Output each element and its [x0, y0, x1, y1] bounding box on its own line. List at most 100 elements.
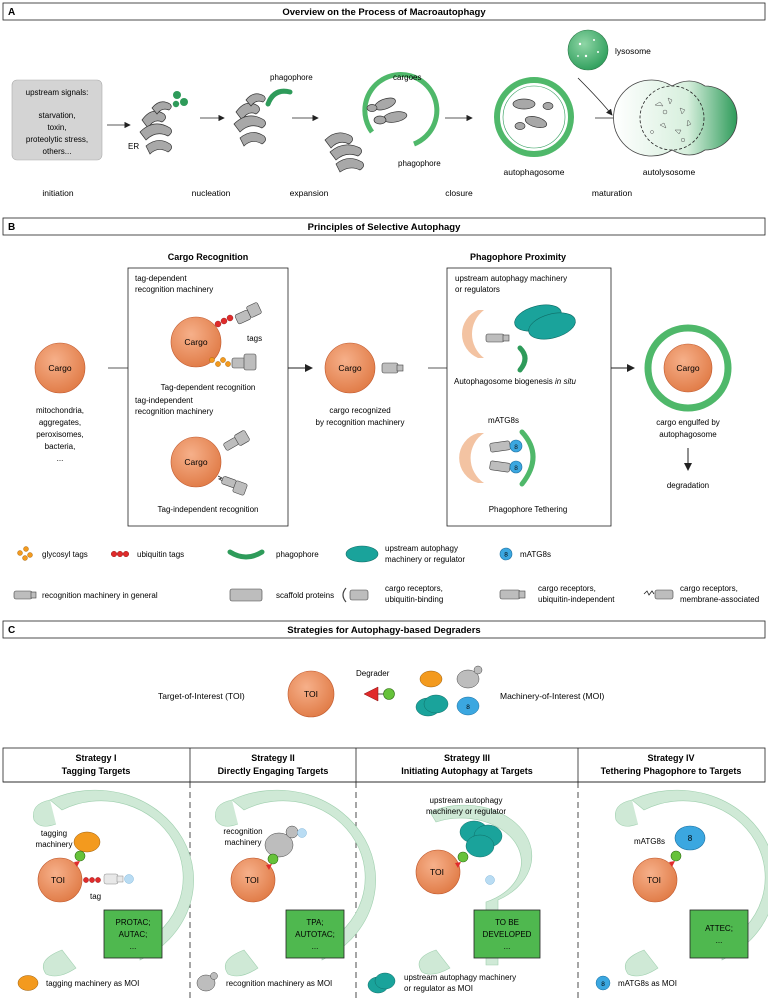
toi-circle-label: TOI — [304, 689, 318, 699]
panel-a-title: Overview on the Process of Macroautophag… — [282, 7, 486, 18]
expanding-phagophore — [362, 71, 440, 147]
moi-tagging — [419, 670, 443, 688]
s3-moi-1: upstream autophagy machinery — [404, 973, 516, 982]
cargo-engulfed-label: Cargo — [676, 363, 699, 373]
cargo-recognized-label: Cargo — [338, 363, 361, 373]
upstream-line-1: starvation, — [39, 111, 76, 120]
tag-dep-machinery-1: tag-dependent — [135, 274, 187, 283]
strategy-4-subtitle: Tethering Phagophore to Targets — [601, 766, 742, 776]
moi-matg8 — [456, 696, 480, 716]
cargo-tag-dep-label: Cargo — [184, 337, 207, 347]
moi-label: Machinery-of-Interest (MOI) — [500, 691, 605, 701]
s1-machinery-1: tagging — [41, 829, 67, 838]
legend-recognition-general: recognition machinery in general — [42, 591, 158, 600]
s3-box-1: TO BE — [495, 918, 519, 927]
panel-b: B Principles of Selective Autophagy Carg… — [2, 217, 766, 604]
s2-box-3: ... — [312, 942, 319, 951]
s3-toi: TOI — [430, 867, 444, 877]
recognized-line-2: by recognition machinery — [316, 418, 405, 427]
degradation-label: degradation — [667, 481, 709, 490]
panel-c-letter: C — [8, 625, 15, 636]
strategy-4-panel: mATG8s 8 TOI ATTEC; ... 8 mATG8s as MOI — [595, 789, 768, 991]
label-cargoes: cargoes — [393, 73, 421, 82]
toi-label: Target-of-Interest (TOI) — [158, 691, 245, 701]
stage-initiation: initiation — [42, 188, 73, 198]
label-autophagosome: autophagosome — [504, 167, 565, 177]
nucleation-dots — [172, 91, 188, 108]
label-phagophore-top: phagophore — [270, 73, 313, 82]
cargo-engulfed — [663, 343, 713, 393]
panel-b-letter: B — [8, 222, 15, 233]
degrader-label: Degrader — [356, 669, 390, 678]
glycosyl-tags — [209, 357, 231, 367]
receptor-membrane — [221, 476, 248, 496]
s4-box-1: ATTEC; — [705, 924, 733, 933]
matg8s-label: mATG8s — [488, 416, 519, 425]
panel-c: C Strategies for Autophagy-based Degrade… — [2, 620, 768, 1000]
phagophore-proximity-box — [446, 267, 612, 527]
s4-box — [689, 909, 749, 959]
biogenesis-label: Autophagosome biogenesis — [454, 377, 553, 386]
s1-tag: tag — [90, 892, 101, 901]
s1-box-1: PROTAC; — [116, 918, 151, 927]
s3-box — [473, 909, 541, 959]
upstream-line-4: others... — [43, 147, 72, 156]
tag-indep-machinery-2: recognition machinery — [135, 407, 213, 416]
tag-indep-machinery-1: tag-independent — [135, 396, 194, 405]
label-autolysosome: autolysosome — [643, 167, 696, 177]
svg-text:8: 8 — [504, 552, 508, 559]
s3-machinery-2: machinery or regulator — [426, 807, 506, 816]
s2-machinery-2: machinery — [225, 838, 262, 847]
cargo-example-3: peroxisomes, — [36, 430, 84, 439]
arrow-lysosome — [577, 77, 613, 116]
autophagosome-cargoes — [512, 98, 554, 130]
strategy-2-title: Strategy II — [251, 753, 295, 763]
legend-b-row2: recognition machinery in general scaffol… — [13, 584, 759, 604]
s1-machinery-2: machinery — [36, 840, 73, 849]
strategy-3-panel: upstream autophagy machinery or regulato… — [367, 796, 541, 994]
legend-receptors-ub-1: cargo receptors, — [385, 584, 443, 593]
s3-box-3: ... — [504, 942, 511, 951]
legend-matg8s: mATG8s — [520, 550, 551, 559]
s2-moi: recognition machinery as MOI — [226, 979, 332, 988]
tags-label: tags — [247, 334, 262, 343]
moi-recognition — [456, 669, 480, 689]
ubiquitin-tags — [214, 314, 234, 328]
stage-expansion: expansion — [290, 188, 329, 198]
s3-moi-2: or regulator as MOI — [404, 984, 473, 993]
s1-box-3: ... — [130, 942, 137, 951]
cargo-example-5: ... — [57, 454, 64, 463]
cargo-tag-indep-label: Cargo — [184, 457, 207, 467]
cargoes-in-phagophore — [366, 97, 408, 125]
panel-c-title: Strategies for Autophagy-based Degraders — [287, 625, 480, 636]
er-icon — [139, 101, 172, 155]
s4-toi: TOI — [647, 875, 661, 885]
engulfed-line-1: cargo engulfed by — [656, 418, 720, 427]
legend-ubiquitin: ubiquitin tags — [137, 550, 184, 559]
legend-upstream-2: machinery or regulator — [385, 555, 465, 564]
cargo-example-2: aggregates, — [39, 418, 81, 427]
legend-b: glycosyl tags ubiquitin tags phagophore … — [17, 544, 551, 564]
legend-upstream-1: upstream autophagy — [385, 544, 458, 553]
s2-machinery-1: recognition — [223, 827, 262, 836]
strategy-3-title: Strategy III — [444, 753, 490, 763]
svg-text:8: 8 — [514, 444, 518, 451]
panel-a: A Overview on the Process of Macroautoph… — [2, 2, 766, 198]
er-icon-2 — [233, 93, 266, 147]
cargo-recognition-heading: Cargo Recognition — [168, 252, 249, 262]
tag-dep-recognition: Tag-dependent recognition — [161, 383, 256, 392]
legend-glycosyl: glycosyl tags — [42, 550, 88, 559]
upstream-machinery-2: or regulators — [455, 285, 500, 294]
degrader-ligand — [383, 688, 395, 700]
s1-box-2: AUTAC; — [119, 930, 148, 939]
s4-machinery: mATG8s — [634, 837, 665, 846]
s4-moi: mATG8s as MOI — [618, 979, 677, 988]
cargo-tag-indep — [170, 436, 222, 488]
legend-receptors-ub-indep-2: ubiquitin-independent — [538, 595, 615, 604]
cargo-tag-dep — [170, 316, 222, 368]
strategy-1-title: Strategy I — [75, 753, 116, 763]
svg-text:8: 8 — [514, 465, 518, 472]
strategy-2-subtitle: Directly Engaging Targets — [218, 766, 329, 776]
strategy-2-panel: recognition machinery TOI TPA; AUTOTAC; … — [196, 789, 376, 992]
svg-text:8: 8 — [688, 834, 693, 843]
